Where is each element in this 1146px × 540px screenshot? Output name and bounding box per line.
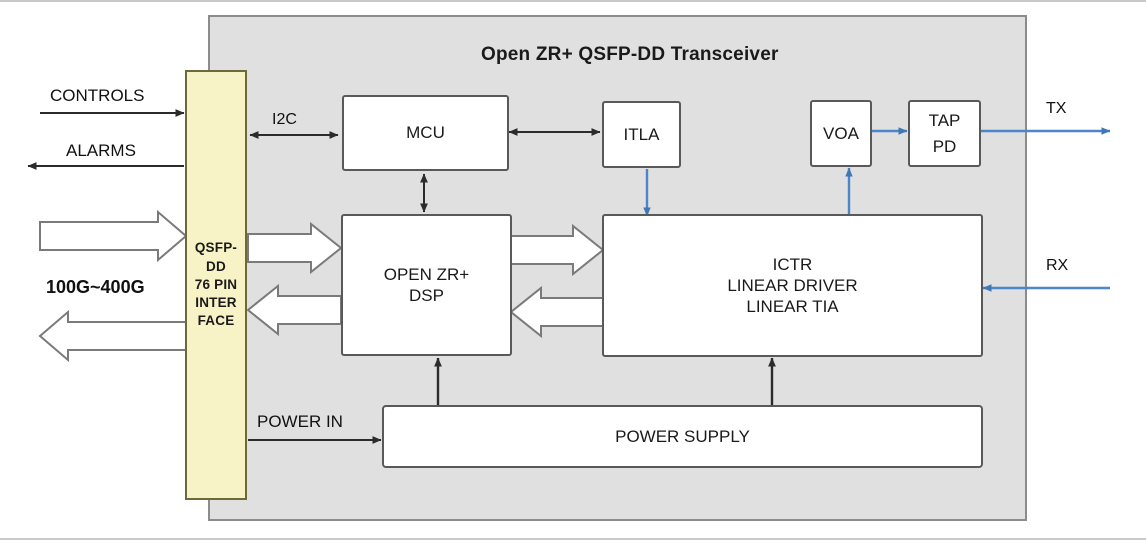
interface-label-line3: 76 PIN [194,276,238,292]
tap-pd-label-line1: TAP [928,111,961,130]
interface-label-line1: QSFP- [194,240,238,256]
power-supply-block[interactable]: POWER SUPPLY [382,405,983,468]
ictr-block[interactable]: ICTR LINEAR DRIVER LINEAR TIA [602,214,983,357]
qsfp-dd-interface-block[interactable]: QSFP- DD 76 PIN INTER FACE [185,70,247,500]
ictr-label-line1: ICTR [772,254,813,274]
page-title: Open ZR+ QSFP-DD Transceiver [481,44,779,65]
alarms-label: ALARMS [66,141,136,160]
power-supply-label: POWER SUPPLY [615,426,750,446]
tap-pd-block[interactable]: TAP PD [908,100,981,167]
interface-label-line5: FACE [197,313,235,329]
ictr-label-line3: LINEAR TIA [746,297,839,317]
host-ingress-block-arrow [39,209,188,263]
voa-label: VOA [823,123,859,143]
ictr-label-line2: LINEAR DRIVER [727,275,858,295]
tap-pd-label-line2: PD [932,136,957,156]
interface-label-line2: DD [206,258,226,274]
tx-label: TX [1046,100,1067,117]
mcu-label: MCU [406,123,445,143]
controls-label: CONTROLS [50,86,145,105]
interface-label-line4: INTER [195,295,237,311]
itla-label: ITLA [623,124,660,144]
rx-label: RX [1046,257,1069,274]
i2c-label: I2C [272,111,297,128]
data-rate-label: 100G~400G [46,277,145,297]
dsp-label-line1: OPEN ZR+ [383,264,470,284]
itla-block[interactable]: ITLA [602,101,681,168]
voa-block[interactable]: VOA [810,100,872,167]
open-zr-dsp-block[interactable]: OPEN ZR+ DSP [341,214,512,356]
dsp-label-line2: DSP [409,286,444,305]
host-egress-block-arrow [38,309,187,363]
power-in-label: POWER IN [257,412,343,431]
mcu-block[interactable]: MCU [342,95,509,171]
